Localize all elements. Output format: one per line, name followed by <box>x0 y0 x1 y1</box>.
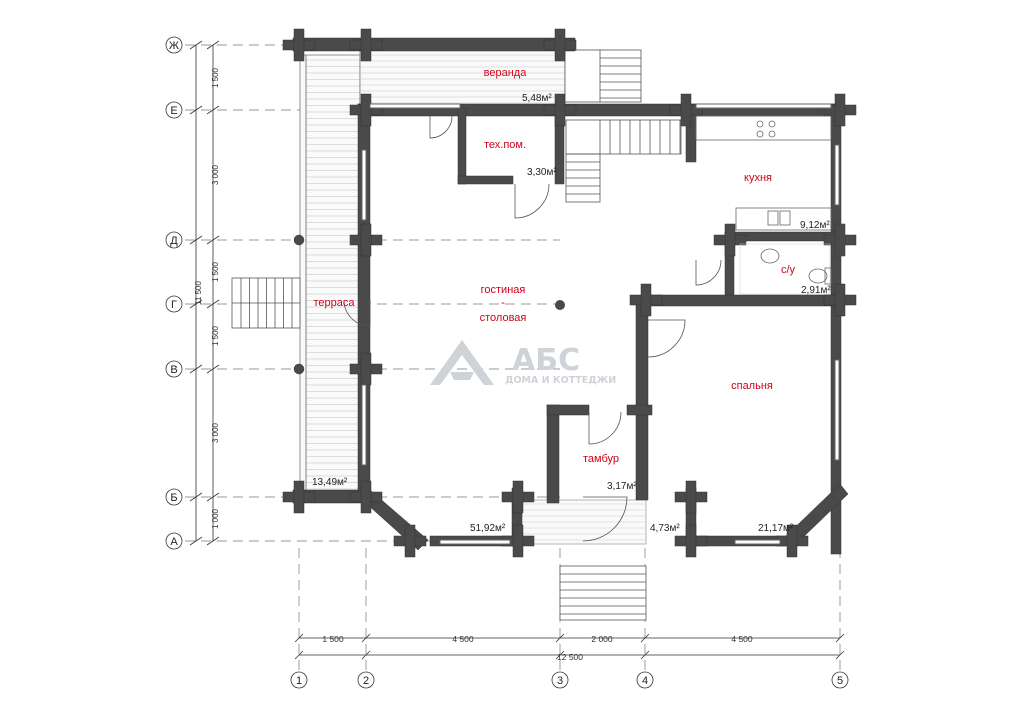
horizontal-dimension-chain <box>294 633 845 660</box>
log-cross <box>674 524 708 558</box>
column-axis-label: 3 <box>557 675 563 687</box>
area-wc: 2,91м² <box>801 285 831 296</box>
column-axis-marker <box>636 671 654 689</box>
dim-v-total: 11 500 <box>194 281 203 305</box>
log-cross <box>543 93 577 127</box>
log-cross <box>349 28 383 62</box>
terrace-post <box>293 234 305 246</box>
bathroom-fixtures <box>739 243 832 295</box>
living-room-column <box>555 300 565 310</box>
room-living-2: столовая <box>480 312 527 324</box>
log-cross <box>349 223 383 257</box>
vertical-dimension-chain <box>189 40 220 546</box>
logo-subtitle: ДОМА И КОТТЕДЖИ <box>505 375 616 386</box>
column-axis-marker <box>831 671 849 689</box>
dim-v-6: 1 000 <box>211 508 220 529</box>
dim-h-4: 4 500 <box>731 634 753 644</box>
log-cross <box>501 480 535 514</box>
terrace-stairs <box>231 277 301 329</box>
area-vestibule: 3,17м² <box>607 481 637 492</box>
row-axis-label: Г <box>171 299 177 311</box>
row-axis-label: Д <box>170 235 178 247</box>
company-logo: АБС ДОМА И КОТТЕДЖИ <box>430 340 616 386</box>
room-bedroom: спальня <box>731 380 773 392</box>
terrace-decking <box>299 54 361 496</box>
area-living: 51,92м² <box>470 523 506 534</box>
row-axis-marker <box>165 532 183 550</box>
interior-staircase <box>565 119 682 203</box>
dim-v-3: 1 500 <box>211 261 220 282</box>
dim-h-2: 4 500 <box>452 634 474 644</box>
room-wc: с/у <box>781 264 796 276</box>
row-axis-label: Ж <box>169 40 179 52</box>
row-axis-marker <box>165 488 183 506</box>
porch-decking <box>519 499 647 545</box>
row-axis-marker <box>165 36 183 54</box>
room-vestibule: тамбур <box>583 453 619 465</box>
room-tech: тех.пом. <box>484 139 526 151</box>
log-cross <box>669 93 703 127</box>
entrance-stairs <box>559 565 647 621</box>
logo-title: АБС <box>512 343 580 378</box>
row-axis-label: А <box>170 536 178 548</box>
row-axis-label: Б <box>170 492 177 504</box>
log-cross <box>282 480 316 514</box>
log-cross <box>543 28 577 62</box>
log-cross <box>349 480 383 514</box>
kitchen-counter <box>695 115 832 231</box>
room-kitchen: кухня <box>744 172 772 184</box>
dim-h-total: 12 500 <box>557 652 583 662</box>
room-living-dash: - <box>501 297 505 309</box>
dim-v-5: 3 000 <box>211 422 220 443</box>
area-terrace: 13,49м² <box>312 477 348 488</box>
room-living-1: гостиная <box>481 284 526 296</box>
row-axes: Ж Е Д Г В Б А <box>165 36 560 550</box>
row-axis-marker <box>165 360 183 378</box>
column-axis-label: 2 <box>363 675 369 687</box>
veranda-decking <box>359 49 566 106</box>
column-axis-marker <box>357 671 375 689</box>
dim-h-1: 1 500 <box>322 634 344 644</box>
row-axis-marker <box>165 101 183 119</box>
veranda-stairs <box>564 49 642 103</box>
column-axis-marker <box>551 671 569 689</box>
column-axis-label: 1 <box>296 675 302 687</box>
log-cross <box>393 524 427 558</box>
dim-v-2: 3 000 <box>211 164 220 185</box>
column-axis-label: 4 <box>642 675 648 687</box>
row-axis-marker <box>165 295 183 313</box>
log-cross <box>349 93 383 127</box>
logo-roof-icon <box>430 340 494 385</box>
area-tech: 3,30м² <box>527 167 557 178</box>
dim-v-1: 1 500 <box>211 67 220 88</box>
doors <box>343 115 722 542</box>
column-axis-label: 5 <box>837 675 843 687</box>
dim-h-3: 2 000 <box>591 634 613 644</box>
walls <box>292 37 849 555</box>
log-cross <box>713 223 747 257</box>
area-bedroom: 21,17м² <box>758 523 794 534</box>
log-cross <box>674 480 708 514</box>
log-cross <box>823 283 857 317</box>
log-cross <box>823 93 857 127</box>
area-kitchen: 9,12м² <box>800 220 830 231</box>
terrace-post <box>293 363 305 375</box>
dim-v-4: 1 500 <box>211 325 220 346</box>
room-terrace: терраса <box>313 297 355 309</box>
windows <box>361 103 840 545</box>
log-cross <box>629 283 663 317</box>
row-axis-marker <box>165 231 183 249</box>
log-cross <box>823 223 857 257</box>
row-axis-label: Е <box>170 105 177 117</box>
row-axis-label: В <box>170 364 177 376</box>
log-cross <box>282 28 316 62</box>
log-cross-joints <box>282 28 857 558</box>
area-veranda: 5,48м² <box>522 93 552 104</box>
room-veranda: веранда <box>484 67 528 79</box>
column-axis-marker <box>290 671 308 689</box>
area-porch: 4,73м² <box>650 523 680 534</box>
